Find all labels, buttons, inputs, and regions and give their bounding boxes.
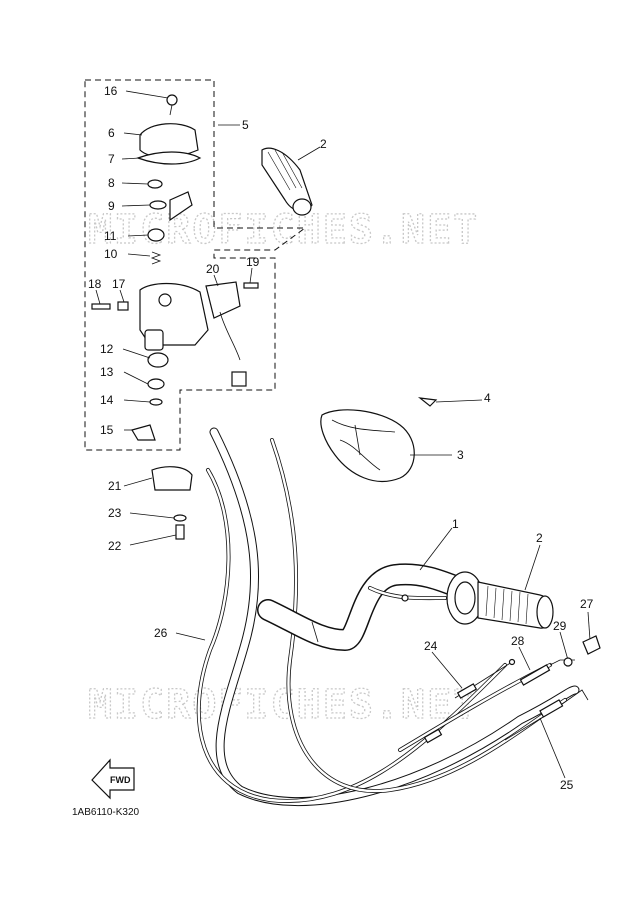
callout-19: 19 [246, 255, 260, 269]
callout-18: 18 [88, 277, 102, 291]
callout-21: 21 [108, 479, 122, 493]
cable-28 [398, 659, 575, 752]
cable-24-end [454, 658, 516, 699]
callout-20: 20 [206, 262, 220, 276]
callout-2a: 2 [320, 137, 327, 151]
watermark-top: MICROFICHES.NET [87, 206, 479, 253]
callout-1: 1 [452, 517, 459, 531]
callout-10: 10 [104, 247, 118, 261]
switch-assembly-outline [84, 79, 307, 451]
throttle-housing [446, 571, 484, 625]
clip-4 [417, 397, 438, 407]
callout-28: 28 [511, 634, 525, 648]
callout-9: 9 [108, 199, 115, 213]
callout-22: 22 [108, 539, 122, 553]
svg-text:MICROFICHES.NET: MICROFICHES.NET [88, 207, 479, 253]
svg-text:FWD: FWD [110, 775, 131, 785]
callout-25: 25 [560, 778, 574, 792]
callout-3: 3 [457, 448, 464, 462]
callout-7: 7 [108, 152, 115, 166]
cable-25-end [504, 689, 589, 741]
callout-12: 12 [100, 342, 114, 356]
callout-11: 11 [104, 229, 117, 243]
switch-parts [91, 94, 259, 540]
grip-right [477, 581, 554, 629]
callout-26: 26 [154, 626, 168, 640]
callout-14: 14 [100, 393, 114, 407]
watermark-bottom: MICROFICHES.NET [87, 681, 479, 728]
callout-24: 24 [424, 639, 438, 653]
callout-27: 27 [580, 597, 594, 611]
leader-lines [95, 90, 591, 779]
svg-text:MICROFICHES.NET: MICROFICHES.NET [88, 682, 479, 728]
fwd-arrow-icon: FWD [91, 758, 135, 800]
callout-17: 17 [112, 277, 126, 291]
callout-8: 8 [108, 176, 115, 190]
callout-16: 16 [104, 84, 118, 98]
callout-labels: 1 2 2 3 4 5 6 7 8 9 10 11 12 13 14 15 16… [88, 84, 594, 792]
handlebar [257, 563, 471, 652]
callout-2b: 2 [536, 531, 543, 545]
diagram-code: 1AB6110-K320 [72, 807, 140, 818]
callout-5: 5 [242, 118, 249, 132]
upper-cable [368, 586, 447, 602]
fittings [563, 635, 601, 667]
callout-13: 13 [100, 365, 114, 379]
callout-15: 15 [100, 423, 114, 437]
callout-29: 29 [553, 619, 567, 633]
brake-cable-24 [196, 468, 507, 803]
callout-4: 4 [484, 391, 491, 405]
callout-23: 23 [108, 506, 122, 520]
clutch-cable-25 [270, 438, 567, 794]
callout-6: 6 [108, 126, 115, 140]
handlebar-cover [320, 409, 415, 483]
grip-left [261, 147, 313, 216]
